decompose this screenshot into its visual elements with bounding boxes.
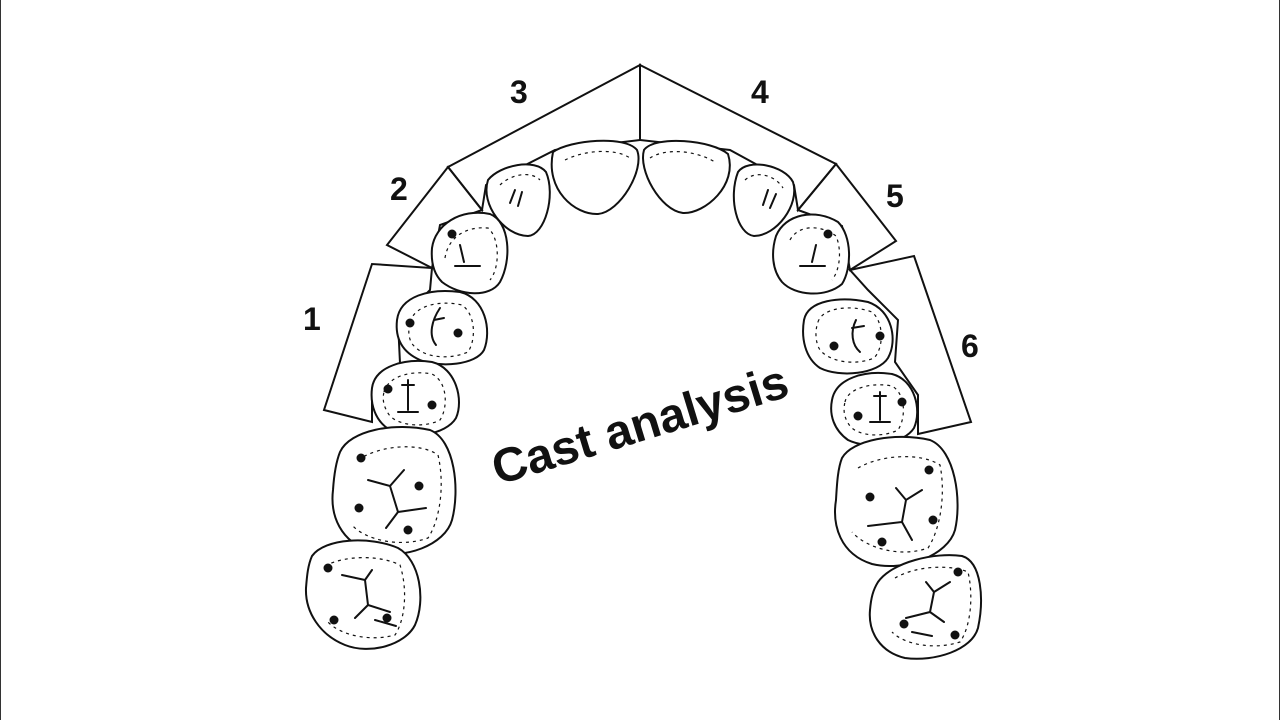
- cusp-dot: [383, 384, 393, 394]
- tooth-first-molar-right: [834, 435, 959, 567]
- segment-label-3: 3: [510, 74, 528, 110]
- canine-fissure-left: [454, 244, 481, 267]
- segment-label-4: 4: [751, 74, 769, 110]
- tooth-central-incisor-right: [642, 139, 731, 215]
- premolar1-inner-left: [408, 302, 474, 358]
- tooth-central-incisor-left: [550, 139, 640, 216]
- lateral-line-right: [744, 174, 784, 189]
- cusp-dot: [354, 503, 364, 513]
- segment-box-6: [848, 254, 973, 436]
- cusp-dot: [950, 630, 960, 640]
- molar2-fissure-left: [341, 569, 397, 627]
- tooth-first-molar-left: [331, 425, 457, 556]
- tooth-second-premolar-left: [370, 360, 460, 437]
- molar2-fissure-right: [905, 581, 951, 637]
- tooth-second-molar-left: [304, 539, 422, 650]
- cusp-dot: [953, 567, 963, 577]
- tooth-canine-left: [430, 211, 509, 295]
- canine-inner-right: [789, 227, 841, 281]
- tooth-first-premolar-right: [802, 298, 894, 375]
- cusp-dot: [875, 331, 885, 341]
- cusp-dot: [829, 341, 839, 351]
- cusp-dot: [405, 318, 415, 328]
- cusp-dot: [447, 229, 457, 239]
- cusp-dot: [897, 397, 907, 407]
- cusp-dot: [924, 465, 934, 475]
- segment-label-6: 6: [961, 328, 979, 364]
- premolar2-inner-right: [843, 384, 904, 436]
- cusp-dot: [877, 537, 887, 547]
- fissure-lines: [341, 189, 951, 637]
- molar1-inner-left: [351, 446, 442, 544]
- molar1-inner-right: [851, 456, 943, 553]
- premolar1-fissure-right: [851, 319, 865, 353]
- cusp-dot: [382, 613, 392, 623]
- premolar1-fissure-left: [430, 307, 445, 346]
- molar1-fissure-left: [367, 469, 427, 529]
- premolar2-inner-left: [382, 372, 446, 426]
- incisal-line-left: [564, 150, 631, 161]
- cusp-dot: [356, 453, 366, 463]
- cusp-dot: [414, 481, 424, 491]
- segment-label-5: 5: [886, 178, 904, 214]
- incisor-mark-left: [509, 189, 523, 207]
- cusp-dot: [823, 229, 833, 239]
- canine-inner-left: [444, 227, 498, 281]
- cusp-dot: [865, 492, 875, 502]
- cusp-dot: [899, 619, 909, 629]
- tooth-inner-outlines: [324, 150, 972, 647]
- premolar2-fissure-left: [397, 379, 419, 413]
- premolar2-fissure-right: [869, 391, 891, 423]
- cusp-dot: [403, 525, 413, 535]
- segment-label-1: 1: [303, 301, 321, 337]
- segment-label-2: 2: [390, 171, 408, 207]
- cusp-dot: [928, 515, 938, 525]
- molar1-fissure-right: [867, 487, 923, 541]
- incisor-mark-right: [762, 189, 777, 209]
- tooth-second-premolar-right: [830, 372, 919, 446]
- cusp-dot: [323, 563, 333, 573]
- canine-fissure-right: [799, 244, 826, 267]
- cusp-dot: [329, 615, 339, 625]
- cusp-dot: [453, 328, 463, 338]
- cusp-dot: [427, 400, 437, 410]
- tooth-canine-right: [772, 213, 851, 295]
- left-frame-edge: [0, 0, 1, 720]
- lateral-line-left: [499, 173, 541, 186]
- teeth: [304, 139, 982, 660]
- cusp-dots: [323, 229, 963, 640]
- cusp-dot: [853, 411, 863, 421]
- premolar1-inner-right: [815, 307, 882, 363]
